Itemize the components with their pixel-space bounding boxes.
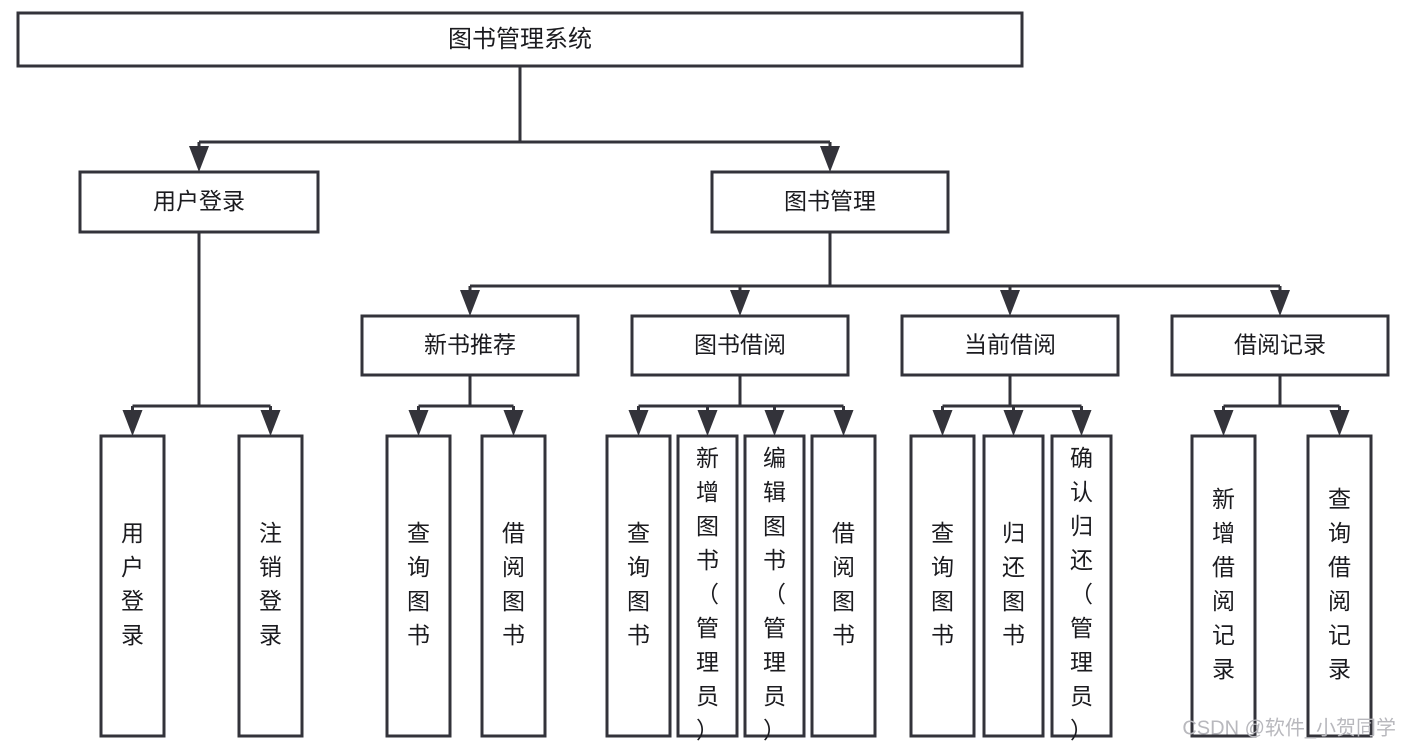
- arrow-head-icon: [1329, 410, 1350, 436]
- node-leaf-rec-search[interactable]: 查询借阅记录: [1306, 434, 1373, 738]
- node-box: [630, 314, 850, 377]
- node-leaf-user-login[interactable]: 用户登录: [99, 434, 166, 738]
- edge-group-book-borrow: [628, 375, 854, 436]
- node-leaf-cur-return[interactable]: 归还图书: [982, 434, 1045, 738]
- node-leaf-borrow-query[interactable]: 查询图书: [605, 434, 672, 738]
- arrow-head-icon: [1003, 410, 1024, 436]
- arrow-head-icon: [503, 410, 524, 436]
- arrow-head-icon: [833, 410, 854, 436]
- node-label: 借阅图书: [832, 520, 855, 648]
- node-book-borrow[interactable]: 图书借阅: [630, 314, 850, 377]
- node-box: [605, 434, 672, 738]
- arrow-head-icon: [189, 146, 209, 172]
- node-layer: 图书管理系统用户登录图书管理新书推荐图书借阅当前借阅借阅记录用户登录注销登录查询…: [16, 11, 1390, 743]
- node-label: 用户登录: [153, 188, 245, 214]
- edge-group-current-borrow: [932, 375, 1092, 436]
- node-label: 图书借阅: [694, 332, 786, 358]
- node-box: [982, 434, 1045, 738]
- node-label: 借阅图书: [502, 520, 525, 648]
- node-current-borrow[interactable]: 当前借阅: [900, 314, 1120, 377]
- edge-group-new-book-rec: [408, 375, 524, 436]
- arrow-head-icon: [820, 146, 840, 172]
- node-leaf-rec-borrow[interactable]: 借阅图书: [480, 434, 547, 738]
- arrow-head-icon: [1000, 290, 1020, 316]
- node-root[interactable]: 图书管理系统: [16, 11, 1024, 68]
- node-box: [1306, 434, 1373, 738]
- node-label: 图书管理: [784, 188, 876, 214]
- arrow-head-icon: [260, 410, 281, 436]
- node-book-manage[interactable]: 图书管理: [710, 170, 950, 234]
- node-label: 当前借阅: [964, 332, 1056, 358]
- node-box: [1170, 314, 1390, 377]
- node-label: 编辑图书（管理员）: [763, 445, 786, 743]
- arrow-head-icon: [764, 410, 785, 436]
- node-box: [16, 11, 1024, 68]
- node-leaf-rec-query[interactable]: 查询图书: [385, 434, 452, 738]
- node-box: [360, 314, 580, 377]
- arrow-head-icon: [1071, 410, 1092, 436]
- arrow-head-icon: [697, 410, 718, 436]
- node-borrow-record[interactable]: 借阅记录: [1170, 314, 1390, 377]
- node-label: 查询图书: [931, 520, 954, 648]
- node-label: 新增借阅记录: [1212, 486, 1235, 682]
- node-box: [78, 170, 320, 234]
- node-box: [480, 434, 547, 738]
- edge-group-book-manage: [460, 232, 1290, 316]
- arrow-head-icon: [1270, 290, 1290, 316]
- node-leaf-borrow-add[interactable]: 新增图书（管理员）: [676, 434, 739, 743]
- node-leaf-borrow-edit[interactable]: 编辑图书（管理员）: [743, 434, 806, 743]
- node-box: [237, 434, 304, 738]
- arrow-head-icon: [628, 410, 649, 436]
- arrow-head-icon: [730, 290, 750, 316]
- node-leaf-borrow-lend[interactable]: 借阅图书: [810, 434, 877, 738]
- node-leaf-cur-confirm[interactable]: 确认归还（管理员）: [1050, 434, 1113, 743]
- node-box: [900, 314, 1120, 377]
- watermark-label: CSDN @软件_小贺同学: [1182, 716, 1396, 739]
- node-box: [99, 434, 166, 738]
- node-user-login[interactable]: 用户登录: [78, 170, 320, 234]
- node-box: [909, 434, 976, 738]
- node-label: 注销登录: [259, 520, 282, 648]
- arrow-head-icon: [122, 410, 143, 436]
- node-label: 确认归还（管理员）: [1070, 445, 1093, 743]
- node-leaf-cur-query[interactable]: 查询图书: [909, 434, 976, 738]
- node-leaf-user-logout[interactable]: 注销登录: [237, 434, 304, 738]
- edge-group-root: [189, 66, 840, 172]
- node-label: 查询图书: [407, 520, 430, 648]
- node-label: 新书推荐: [424, 332, 516, 358]
- connector-layer: [122, 66, 1350, 436]
- edge-group-borrow-record: [1213, 375, 1350, 436]
- node-label: 查询图书: [627, 520, 650, 648]
- node-label: 新增图书（管理员）: [696, 445, 719, 743]
- arrow-head-icon: [1213, 410, 1234, 436]
- edge-group-user-login: [122, 232, 281, 436]
- node-label: 查询借阅记录: [1328, 486, 1351, 682]
- node-box: [676, 434, 739, 738]
- arrow-head-icon: [932, 410, 953, 436]
- node-leaf-rec-add[interactable]: 新增借阅记录: [1190, 434, 1257, 738]
- node-box: [710, 170, 950, 234]
- node-box: [1190, 434, 1257, 738]
- node-label: 借阅记录: [1234, 332, 1326, 358]
- node-box: [385, 434, 452, 738]
- arrow-head-icon: [460, 290, 480, 316]
- node-label: 图书管理系统: [448, 26, 592, 53]
- node-label: 用户登录: [121, 520, 144, 648]
- node-box: [810, 434, 877, 738]
- node-box: [743, 434, 806, 738]
- node-box: [1050, 434, 1113, 738]
- node-new-book-rec[interactable]: 新书推荐: [360, 314, 580, 377]
- arrow-head-icon: [408, 410, 429, 436]
- node-label: 归还图书: [1002, 520, 1025, 648]
